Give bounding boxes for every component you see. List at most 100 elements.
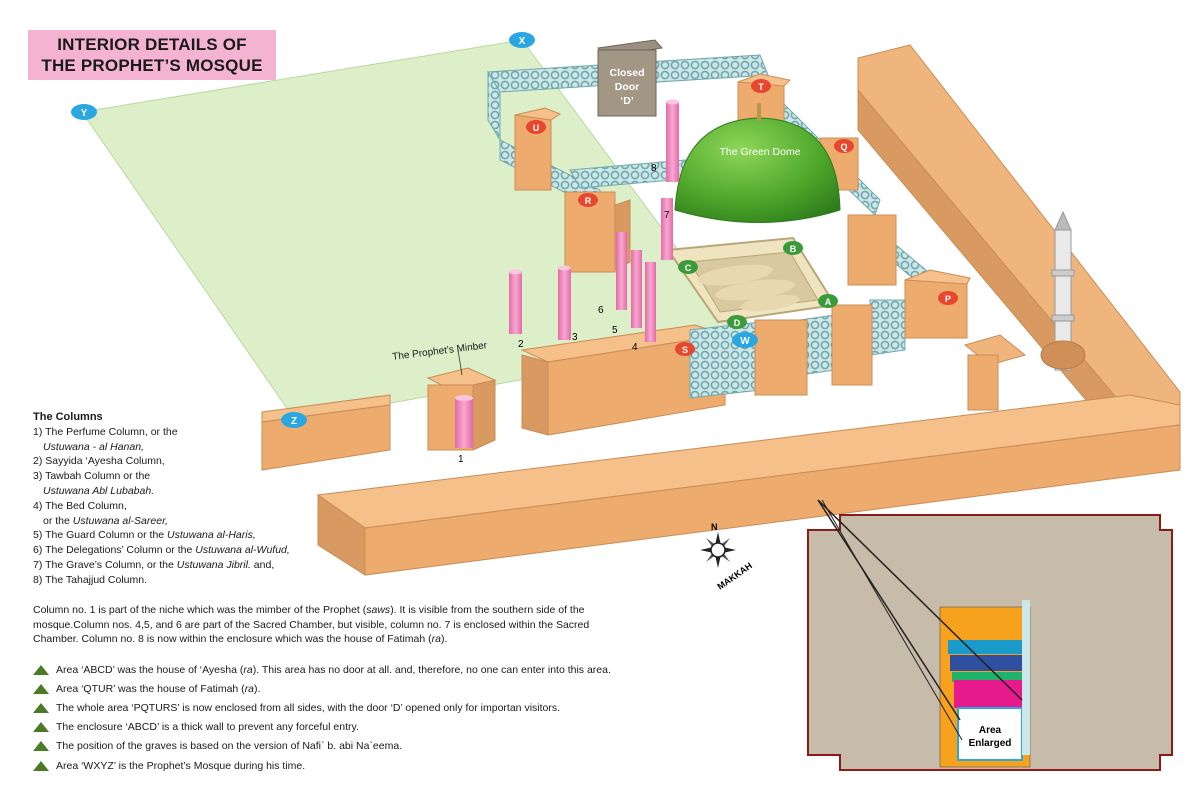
minaret: [1040, 210, 1086, 371]
legend-list: Area ‘ABCD’ was the house of ‘Ayesha (ra…: [33, 660, 653, 775]
para-a: Column no. 1 is part of the niche which …: [33, 604, 367, 616]
green-dome-label: The Green Dome: [719, 146, 800, 158]
column-number-4: 4: [632, 342, 638, 353]
column-number-5: 5: [612, 325, 618, 336]
legend-text-post: ).: [254, 682, 261, 695]
column-7: [661, 198, 673, 260]
marker-x-label: X: [519, 36, 526, 47]
column-2: [509, 269, 522, 334]
column-item-1b: Ustuwana - al Hanan,: [43, 440, 144, 453]
column-number-1: 1: [458, 454, 464, 465]
marker-s: S: [675, 342, 695, 356]
area-enlarged-line2: Enlarged: [969, 738, 1012, 749]
marker-p-label: P: [945, 294, 951, 304]
closed-door-line1: Closed: [609, 67, 644, 79]
minber-pointer: [457, 349, 463, 376]
abcd-enclosure: [666, 236, 837, 324]
compass-makkah: MAKKAH: [715, 561, 754, 592]
column-item-1a: 1) The Perfume Column, or the: [33, 425, 178, 438]
legend-item: The whole area ‘PQTURS’ is now enclosed …: [33, 698, 653, 717]
legend-text-pre: The enclosure ‘ABCD’ is a thick wall to …: [56, 721, 359, 734]
title-line1: INTERIOR DETAILS OF: [57, 35, 247, 54]
marker-q-label: Q: [840, 142, 847, 152]
pillar-right-mid: [847, 214, 897, 286]
marker-t-label: T: [758, 82, 764, 92]
mound-icon: [33, 741, 49, 752]
column-item-4b: or the Ustuwana al-Sareer,: [33, 514, 333, 529]
legend-item: The position of the graves is based on t…: [33, 737, 653, 756]
column-item-5: 5) The Guard Column or the Ustuwana al-H…: [33, 528, 333, 543]
marker-y: Y: [71, 104, 97, 120]
front-wall: [316, 334, 1181, 576]
mound-icon: [33, 760, 49, 771]
area-enlarged-line1: Area: [979, 725, 1002, 736]
legend-item: Area ‘ABCD’ was the house of ‘Ayesha (ra…: [33, 660, 653, 679]
marker-w-label: W: [740, 336, 750, 347]
legend-text-pre: Area ‘ABCD’ was the house of ‘Ayesha (: [56, 663, 244, 676]
column-item-7-it: Ustuwana Jibril.: [176, 558, 251, 571]
marker-x: X: [509, 32, 535, 48]
para-b-it: ra: [431, 633, 441, 645]
pillar-front-w: [754, 319, 808, 396]
column-8: [666, 99, 679, 182]
column-number-2: 2: [518, 339, 524, 350]
marker-z: Z: [281, 412, 307, 428]
legend-text-pre: The position of the graves is based on t…: [56, 740, 403, 753]
marker-d-label: D: [734, 318, 741, 328]
compass-north: N: [711, 522, 718, 532]
marker-b-label: B: [790, 244, 797, 254]
columns-heading: The Columns: [33, 411, 103, 423]
column-number-7: 7: [664, 210, 670, 221]
marker-a: A: [818, 294, 838, 308]
column-item-7-post: and,: [250, 558, 275, 571]
marker-u: U: [526, 120, 546, 134]
legend-text-it: ra: [244, 682, 255, 695]
marker-w: W: [732, 332, 758, 348]
legend-item: The enclosure ‘ABCD’ is a thick wall to …: [33, 718, 653, 737]
columns-list: The Columns 1) The Perfume Column, or th…: [33, 410, 333, 588]
para-b: ). It is visible from the southern side …: [33, 604, 590, 645]
south-wall-s: [520, 324, 726, 436]
columns: [455, 99, 679, 448]
column-item-8: 8) The Tahajjud Column.: [33, 573, 148, 586]
marker-u-label: U: [533, 123, 540, 133]
marker-r: R: [578, 193, 598, 207]
marker-c-label: C: [685, 263, 692, 273]
column-item-6-it: Ustuwana al-Wufud,: [195, 544, 290, 557]
compass-icon: N MAKKAH: [700, 522, 754, 592]
pillar-front-a: [831, 304, 873, 386]
column-item-5-pre: 5) The Guard Column or the: [33, 529, 168, 542]
marker-d: D: [727, 315, 747, 329]
column-item-3a: 3) Tawbah Column or the: [33, 470, 151, 483]
column-item-5-it: Ustuwana al-Haris,: [167, 529, 256, 542]
marker-c: C: [678, 260, 698, 274]
marker-r-label: R: [585, 196, 592, 206]
column-item-6: 6) The Delegations’ Column or the Ustuwa…: [33, 543, 333, 558]
marker-p: P: [938, 291, 958, 305]
column-item-7: 7) The Grave’s Column, or the Ustuwana J…: [33, 558, 333, 573]
column-number-3: 3: [572, 332, 578, 343]
inset-map: Area Enlarged: [807, 499, 1173, 771]
legend-item: Area ‘QTUR’ was the house of Fatimah (ra…: [33, 679, 653, 698]
marker-y-label: Y: [81, 108, 88, 119]
column-item-4a: 4) The Bed Column,: [33, 499, 127, 512]
marker-a-label: A: [825, 297, 832, 307]
marker-q: Q: [834, 139, 854, 153]
para-c: ).: [440, 633, 448, 645]
page-title: INTERIOR DETAILS OF THE PROPHET’S MOSQUE: [28, 30, 276, 80]
mound-icon: [33, 722, 49, 733]
legend-text-pre: Area ‘QTUR’ was the house of Fatimah (: [56, 682, 245, 695]
column-number-8: 8: [651, 163, 657, 174]
closed-door-line2: Door: [615, 81, 640, 93]
marker-s-label: S: [682, 345, 688, 355]
green-dome: [674, 103, 841, 223]
column-number-6: 6: [598, 305, 604, 316]
column-notes-paragraph: Column no. 1 is part of the niche which …: [33, 603, 633, 647]
mound-icon: [33, 664, 49, 675]
para-a-it: saws: [366, 604, 391, 616]
column-5: [631, 250, 642, 328]
column-item-6-pre: 6) The Delegations’ Column or the: [33, 544, 196, 557]
closed-door: [597, 39, 663, 117]
